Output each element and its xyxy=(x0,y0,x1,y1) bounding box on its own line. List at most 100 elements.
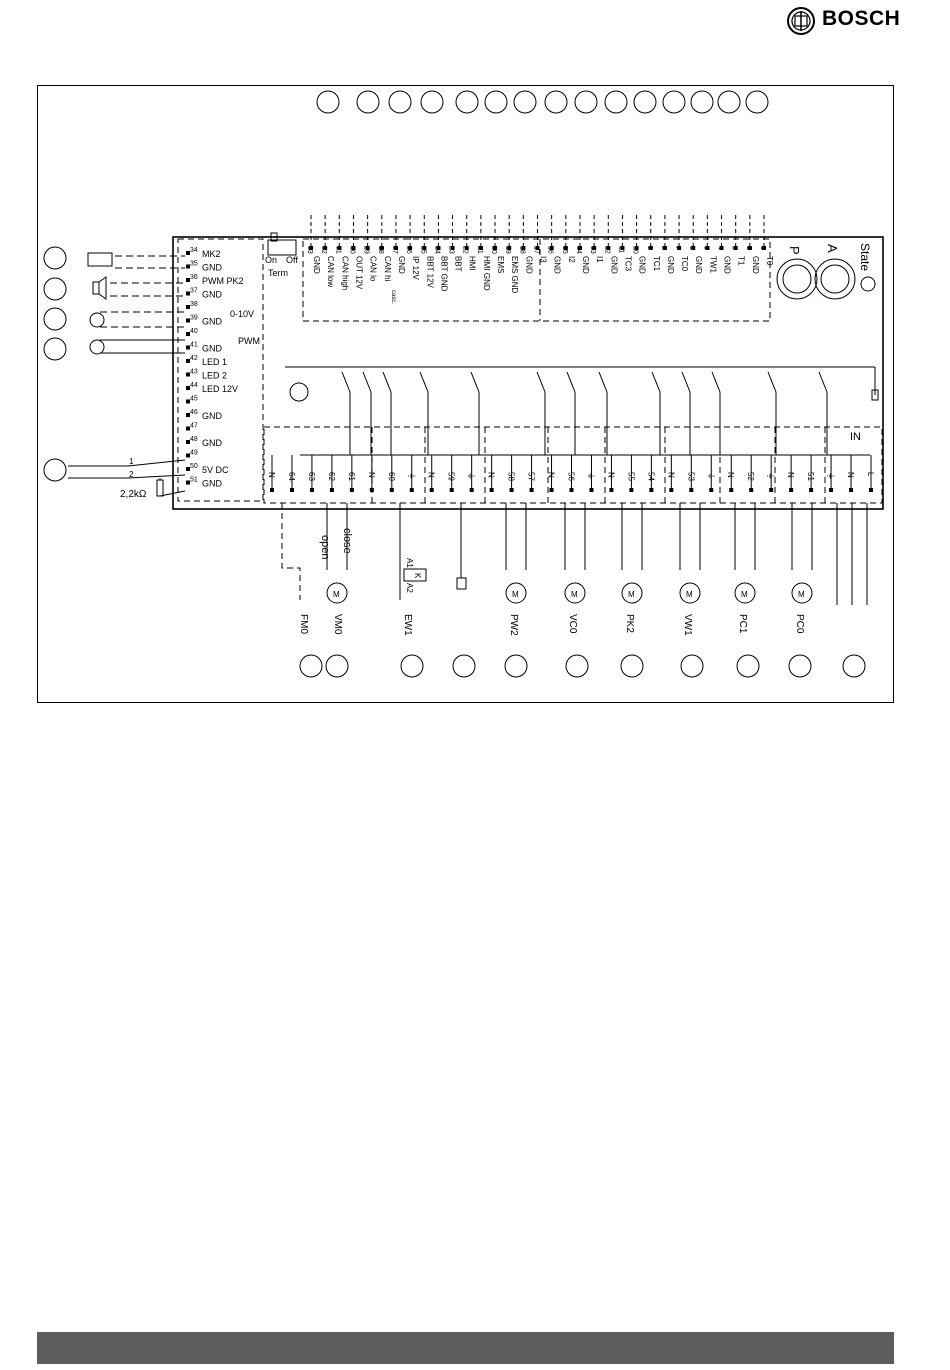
left-terminal-label: GND xyxy=(202,263,223,273)
top-terminal-pin xyxy=(563,246,568,250)
left-terminal-number: 40 xyxy=(190,328,198,335)
left-terminal-pin xyxy=(186,467,190,471)
motor-symbol: M xyxy=(571,590,578,599)
connector-marker xyxy=(43,337,67,361)
top-terminal-number: 1 xyxy=(759,246,766,250)
pwm-pump-icon xyxy=(89,339,105,355)
top-terminal-label: GND xyxy=(751,256,760,274)
top-terminal-number: 14 xyxy=(575,246,582,254)
top-terminal-label: TC1 xyxy=(652,256,661,272)
left-terminal-label: GND xyxy=(202,317,223,327)
relay-contact xyxy=(382,371,392,393)
device-label-vm0: VM0 xyxy=(332,614,343,635)
left-terminal-label: LED 2 xyxy=(202,371,227,381)
left-terminal-pin xyxy=(186,413,190,417)
bottom-terminal-pin xyxy=(789,488,794,492)
top-terminal-label: CAN low xyxy=(326,256,335,287)
motor-symbol: M xyxy=(333,590,340,599)
top-terminal-label: TW1 xyxy=(708,256,717,273)
connector-marker xyxy=(43,277,67,301)
valve-driver-icon xyxy=(289,382,309,402)
left-terminal-pin xyxy=(186,440,190,444)
bottom-terminal-pin xyxy=(469,488,474,492)
connector-marker xyxy=(842,654,866,678)
left-terminal-label: GND xyxy=(202,479,223,489)
top-terminal-number: 6 xyxy=(688,246,695,250)
top-terminal-label: CAN lo xyxy=(369,256,378,282)
motor-icon xyxy=(505,582,527,604)
left-terminal-number: 41 xyxy=(190,342,198,349)
top-terminal-number: 25 xyxy=(419,246,426,254)
left-terminal-label: MK2 xyxy=(202,249,221,259)
top-terminal-pin xyxy=(493,246,498,250)
left-terminal-number: 46 xyxy=(190,409,198,416)
left-terminal-pin xyxy=(186,251,190,255)
relay-contact xyxy=(711,371,721,393)
left-terminal-number: 50 xyxy=(190,463,198,470)
left-terminal-label: LED 1 xyxy=(202,357,227,367)
connector-marker xyxy=(788,654,812,678)
top-terminal-label: TC3 xyxy=(623,256,632,272)
connector-marker xyxy=(299,654,323,678)
connector-marker xyxy=(504,654,528,678)
relay-coil-icon xyxy=(403,568,427,582)
connector-marker xyxy=(400,654,424,678)
bottom-terminal-pin xyxy=(329,488,334,492)
top-terminal-pin xyxy=(549,246,554,250)
top-terminal-label: I2 xyxy=(567,256,576,263)
device-label-fm0: FM0 xyxy=(298,614,309,634)
connector-marker xyxy=(43,307,67,331)
top-terminal-pin xyxy=(323,246,328,250)
top-terminal-number: 29 xyxy=(363,246,370,254)
motor-symbol: M xyxy=(798,590,805,599)
bottom-terminal-pin xyxy=(289,488,294,492)
left-terminal-label: PWM PK2 xyxy=(202,276,244,286)
top-terminal-label: CAN hi xyxy=(383,256,392,282)
bottom-terminal-pin xyxy=(529,488,534,492)
top-terminal-pin xyxy=(535,246,540,250)
wiring-diagram-frame xyxy=(37,85,894,703)
top-terminal-number: 23 xyxy=(448,246,455,254)
bottom-terminal-pin xyxy=(409,488,414,492)
connector-marker xyxy=(420,90,444,114)
top-terminal-pin xyxy=(521,246,526,250)
bottom-terminal-pin xyxy=(369,488,374,492)
electric-heater-icon xyxy=(456,577,467,590)
rotary-switch-p xyxy=(776,258,818,300)
bottom-terminal-pin xyxy=(809,488,814,492)
top-terminal-label: BBT xyxy=(454,256,463,272)
left-terminal-number: 39 xyxy=(190,315,198,322)
bottom-terminal-pin xyxy=(589,488,594,492)
top-terminal-number: 7 xyxy=(674,246,681,250)
top-terminal-pin xyxy=(379,246,384,250)
relay-contact xyxy=(767,371,777,393)
relay-contact xyxy=(651,371,661,393)
left-terminal-pin xyxy=(186,359,190,363)
top-terminal-label: IP 12V xyxy=(411,256,420,281)
left-terminal-pin xyxy=(186,453,190,458)
mk2-sensor-icon xyxy=(87,252,113,267)
connector-marker xyxy=(690,90,714,114)
rotary-switch-a xyxy=(814,258,856,300)
top-terminal-pin xyxy=(408,246,413,250)
left-terminal-number: 42 xyxy=(190,355,198,362)
left-terminal-label: GND xyxy=(202,411,223,421)
top-terminal-sublabel: casc. xyxy=(390,290,396,304)
left-terminal-label: LED 12V xyxy=(202,384,238,394)
top-terminal-number: 31 xyxy=(334,246,341,254)
connector-marker xyxy=(388,90,412,114)
pwm-pump-icon xyxy=(89,312,105,328)
connector-marker xyxy=(316,90,340,114)
top-terminal-label: BBT 12V xyxy=(425,256,434,289)
bottom-terminal-pin xyxy=(449,488,454,492)
top-terminal-label: GND xyxy=(553,256,562,274)
left-terminal-number: 35 xyxy=(190,261,198,268)
bottom-terminal-pin xyxy=(389,488,394,492)
bosch-logo-icon xyxy=(787,7,815,35)
bottom-terminal-label: 58 xyxy=(507,472,516,481)
left-terminal-number: 51 xyxy=(190,477,198,484)
left-terminal-label: GND xyxy=(202,438,223,448)
top-terminal-label: OUT 12V xyxy=(354,256,363,290)
motor-symbol: M xyxy=(512,590,519,599)
top-terminal-pin xyxy=(351,246,356,250)
